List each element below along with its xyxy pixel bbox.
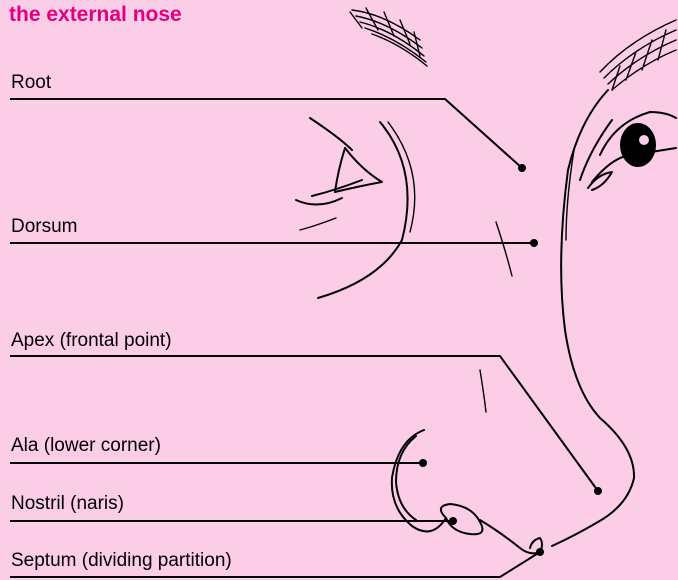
dorsum-dot: [530, 239, 538, 247]
label-apex: Apex (frontal point): [11, 330, 172, 352]
root-dot: [518, 164, 526, 172]
label-root: Root: [11, 72, 51, 94]
label-nostril: Nostril (naris): [11, 493, 124, 515]
pointer-dots: [419, 164, 602, 556]
right-eyebrow: [600, 20, 676, 90]
apex-dot: [594, 487, 602, 495]
left-eye: [296, 118, 415, 298]
label-dorsum: Dorsum: [11, 216, 78, 238]
apex-leader: [10, 356, 598, 491]
label-septum: Septum (dividing partition): [11, 550, 232, 572]
label-ala: Ala (lower corner): [11, 435, 161, 457]
nose-profile: [480, 90, 634, 546]
left-eyebrow: [350, 8, 427, 66]
septum-dot: [536, 548, 544, 556]
ala-nostril: [392, 430, 542, 553]
root-leader: [10, 99, 522, 168]
right-eye: [588, 112, 676, 190]
ala-dot: [419, 459, 427, 467]
nostril-dot: [449, 517, 457, 525]
